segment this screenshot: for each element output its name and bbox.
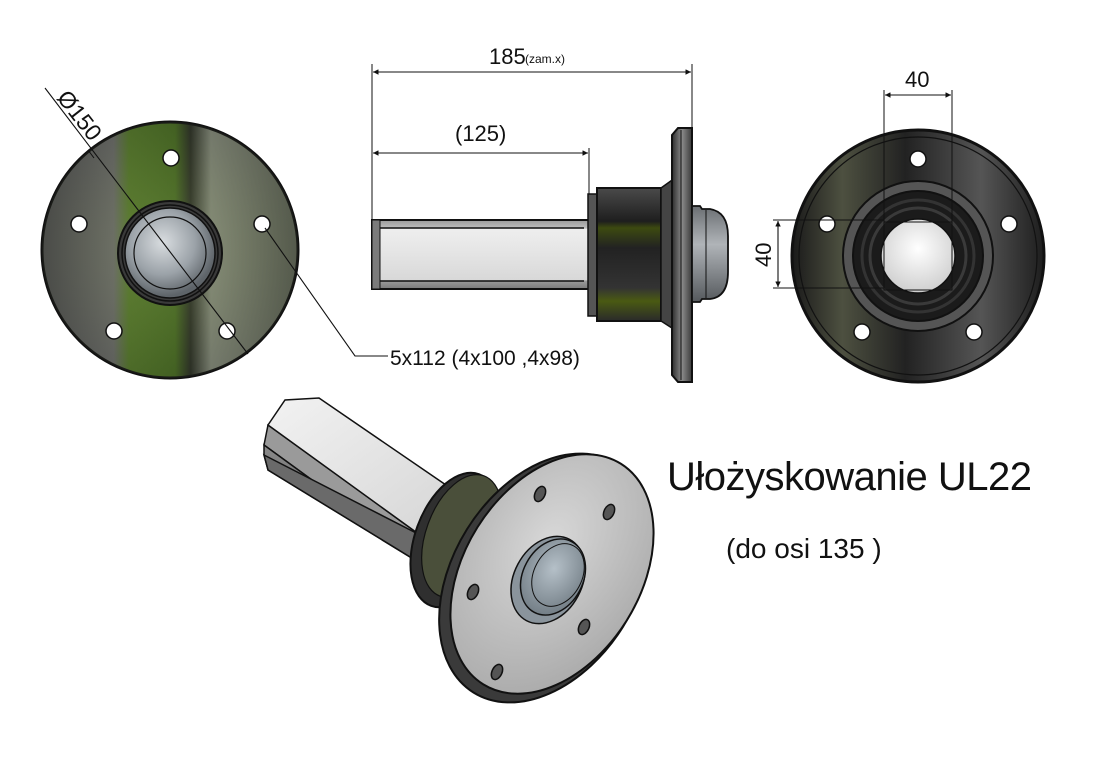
hex-width-label-h: 40 — [905, 67, 929, 92]
iso-bolt-holes — [466, 485, 616, 681]
bolt-pattern-label: 5x112 (4x100 ,4x98) — [390, 347, 580, 370]
diameter-label: Ø150 — [52, 85, 107, 145]
product-subtitle: (do osi 135 ) — [726, 533, 882, 564]
overall-length-note: (zam.x) — [525, 52, 565, 66]
bolt-holes — [70, 149, 271, 340]
shaft-length-label: (125) — [455, 121, 506, 146]
rear-bolt-holes — [818, 150, 1018, 341]
bolt-pattern-leader — [264, 227, 388, 357]
diameter-dimension-line — [44, 87, 249, 355]
rear-view — [773, 90, 1046, 384]
hex-width-label-v: 40 — [751, 243, 776, 267]
product-title: Ułożyskowanie UL22 — [667, 455, 1032, 499]
side-view — [371, 64, 729, 383]
overall-length-label: 185 — [489, 44, 526, 69]
isometric-view — [262, 397, 655, 704]
front-view — [40, 87, 388, 380]
